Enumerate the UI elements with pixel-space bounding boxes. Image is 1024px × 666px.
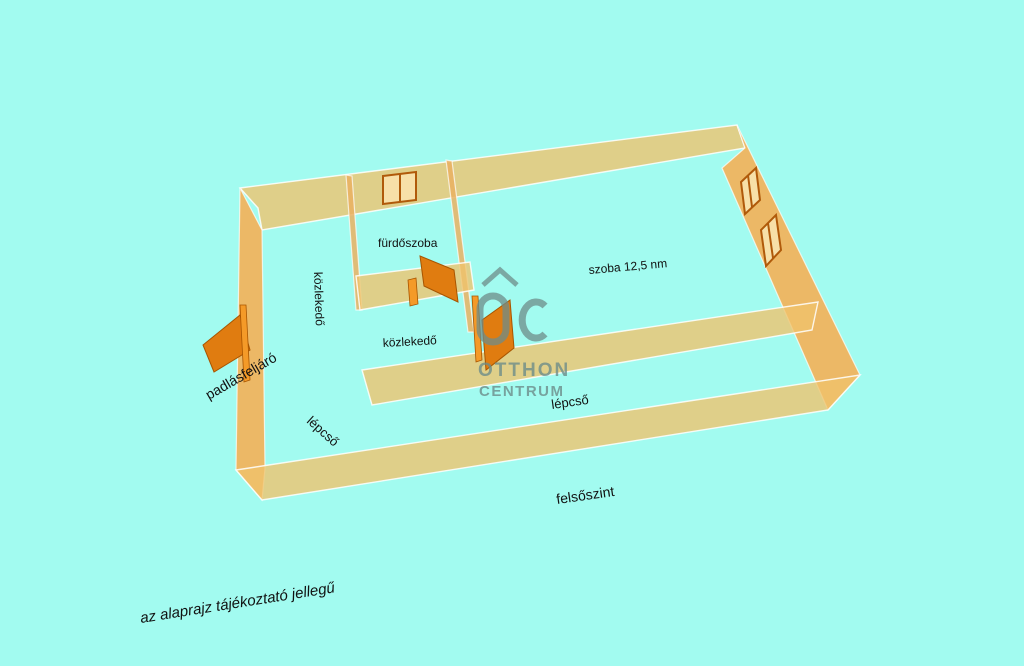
watermark-line2: CENTRUM [479, 383, 565, 400]
right-wall [721, 124, 861, 412]
window-right-1 [739, 165, 762, 217]
label-szoba: szoba 12,5 nm [588, 256, 668, 277]
otthon-centrum-logo: OTTHON CENTRUM [476, 266, 570, 400]
back-wall [238, 124, 746, 231]
label-lepcso-right: lépcső [550, 392, 589, 412]
label-kozlekedo: közlekedő [382, 333, 437, 350]
window-right-2 [759, 212, 783, 269]
watermark-line1: OTTHON [478, 360, 570, 381]
window-back [382, 170, 417, 206]
disclaimer: az alaprajz tájékoztató jellegű [139, 579, 337, 627]
label-lepcso-left: lépcső [304, 413, 342, 449]
front-wall [234, 374, 862, 501]
door-attic [202, 304, 251, 383]
door-bathroom [407, 255, 459, 307]
corridor-wall [361, 301, 819, 406]
label-level: felsőszint [555, 483, 615, 507]
label-furdoszoba: fürdőszoba [378, 236, 438, 250]
label-kozlekedo-vertical: közlekedő [311, 272, 327, 327]
